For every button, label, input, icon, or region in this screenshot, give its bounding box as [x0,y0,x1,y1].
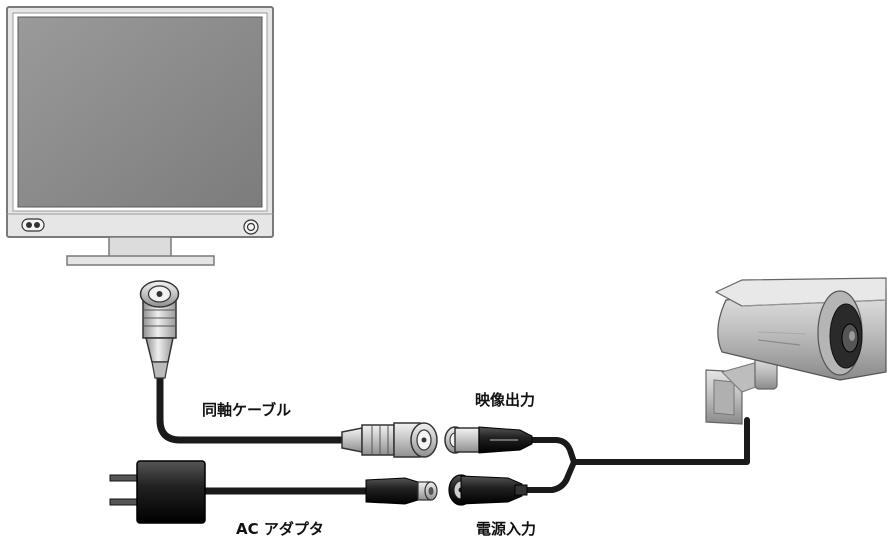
power-input-label: 電源入力 [476,520,537,538]
ac-adapter-icon [109,460,206,524]
coax-cable [156,368,346,444]
camera-pigtail-cable [522,417,750,493]
power-input-jack-icon [448,474,528,506]
bullet-camera-icon [705,277,887,425]
monitor-icon [6,6,274,266]
video-output-connector-icon [444,426,533,454]
monitor-screen [17,16,263,208]
coax-cable-label: 同軸ケーブル [202,401,292,419]
power-button-icon [243,219,259,235]
video-output-label: 映像出力 [475,391,536,409]
monitor-stand [108,236,172,258]
bnc-connector-icon [139,280,180,379]
ac-adapter-label: AC アダプタ [236,520,324,538]
dc-plug-icon [365,477,438,505]
monitor-base [66,255,215,266]
monitor-buttons-icon [21,218,45,232]
coax-bnc-plug-icon [341,422,438,458]
